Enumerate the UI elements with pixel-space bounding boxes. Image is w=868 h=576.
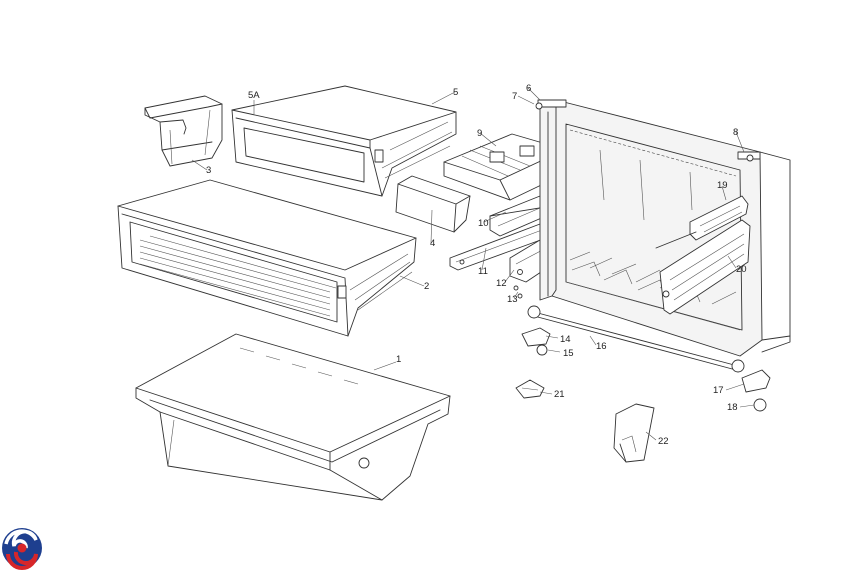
label-part-7: 7 — [512, 91, 517, 102]
part-5-upper-drawer — [231, 85, 457, 197]
label-part-5: 5 — [453, 87, 458, 98]
label-part-9: 9 — [477, 128, 482, 139]
label-part-17: 17 — [713, 385, 724, 396]
part-1-bottom-basket — [135, 333, 451, 501]
part-4-cover — [395, 175, 471, 233]
label-part-19: 19 — [717, 180, 728, 191]
label-part-14: 14 — [560, 334, 571, 345]
label-part-11: 11 — [478, 266, 488, 277]
part-labels: 1 2 3 4 5 5A 6 7 8 9 10 11 12 13 14 15 1… — [206, 83, 747, 447]
label-part-10: 10 — [478, 218, 489, 229]
swirl-logo-icon — [2, 528, 42, 570]
label-part-18: 18 — [727, 402, 738, 413]
fridge-cabinet — [539, 99, 791, 357]
part-6-7-8-brackets — [535, 99, 761, 162]
label-part-20: 20 — [736, 264, 747, 275]
label-part-2: 2 — [424, 281, 429, 292]
label-part-16: 16 — [596, 341, 607, 352]
label-part-3: 3 — [206, 165, 211, 176]
label-part-4: 4 — [430, 238, 435, 249]
part-2-crisper-drawer — [117, 179, 417, 337]
part-21-clip — [515, 379, 545, 399]
label-part-22: 22 — [658, 436, 669, 447]
label-part-12: 12 — [496, 278, 507, 289]
label-part-21: 21 — [554, 389, 565, 400]
label-part-5a: 5A — [248, 90, 260, 101]
label-part-8: 8 — [733, 127, 738, 138]
label-part-1: 1 — [396, 354, 401, 365]
leader-lines — [191, 87, 755, 441]
label-part-15: 15 — [563, 348, 574, 359]
label-part-6: 6 — [526, 83, 531, 94]
part-3-small-bin — [144, 95, 223, 167]
part-14-18-rod-rollers — [521, 305, 771, 412]
label-part-13: 13 — [507, 294, 518, 305]
part-19-20-shelf-rails — [655, 195, 751, 315]
part-22-handle — [613, 403, 655, 463]
